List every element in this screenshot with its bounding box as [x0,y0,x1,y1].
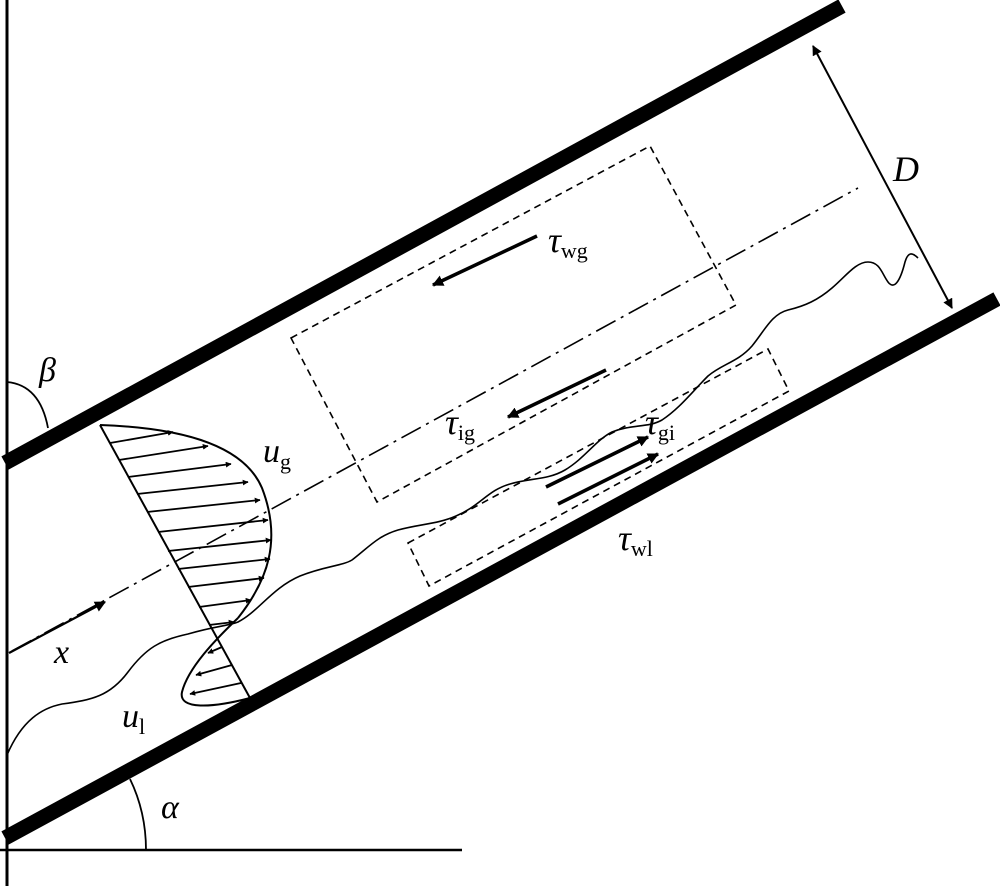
x-label: x [53,634,69,671]
velocity-arrow [187,575,265,588]
velocity-arrow [167,537,272,552]
velocity-arrow [195,664,233,677]
tau-gi-arrow [545,435,650,489]
pipe-upper-wall [1,0,846,470]
velocity-arrow [118,443,209,461]
velocity-profile-baseline [99,424,251,699]
tau-wg-label: τwg [548,220,588,263]
diameter-dimension-arrow [812,45,953,309]
diameter-label: D [892,149,919,189]
liquid-control-volume [406,347,791,588]
liquid-velocity-profile-curve [180,617,251,707]
velocity-arrow [177,556,271,570]
tau-wg-arrow [431,234,538,287]
velocity-arrow [208,619,235,626]
velocity-arrow [109,430,174,444]
velocity-arrow [207,646,223,654]
x-direction-arrow [8,601,106,654]
beta-label: β [38,352,56,389]
beta-angle-arc [6,381,49,429]
alpha-label: α [161,789,180,826]
velocity-arrow [198,597,252,608]
tau-wl-arrow [557,452,660,506]
velocity-arrow [127,461,232,478]
tau-wl-label: τwl [618,518,653,561]
velocity-arrow [157,517,269,533]
velocity-arrow [136,479,249,495]
velocity-profile [99,424,273,707]
pipe-centerline [11,187,859,652]
velocity-arrow [146,497,261,513]
velocity-arrow [189,682,242,696]
gas-control-volume [289,144,738,504]
tau-ig-label: τig [445,402,475,445]
tau-ig-arrow [506,368,607,419]
alpha-angle-arc [129,778,147,851]
ul-label: ul [122,698,145,739]
pipe-lower-wall [1,292,1000,845]
ug-label: ug [263,433,291,474]
tau-gi-label: τgi [645,402,675,445]
